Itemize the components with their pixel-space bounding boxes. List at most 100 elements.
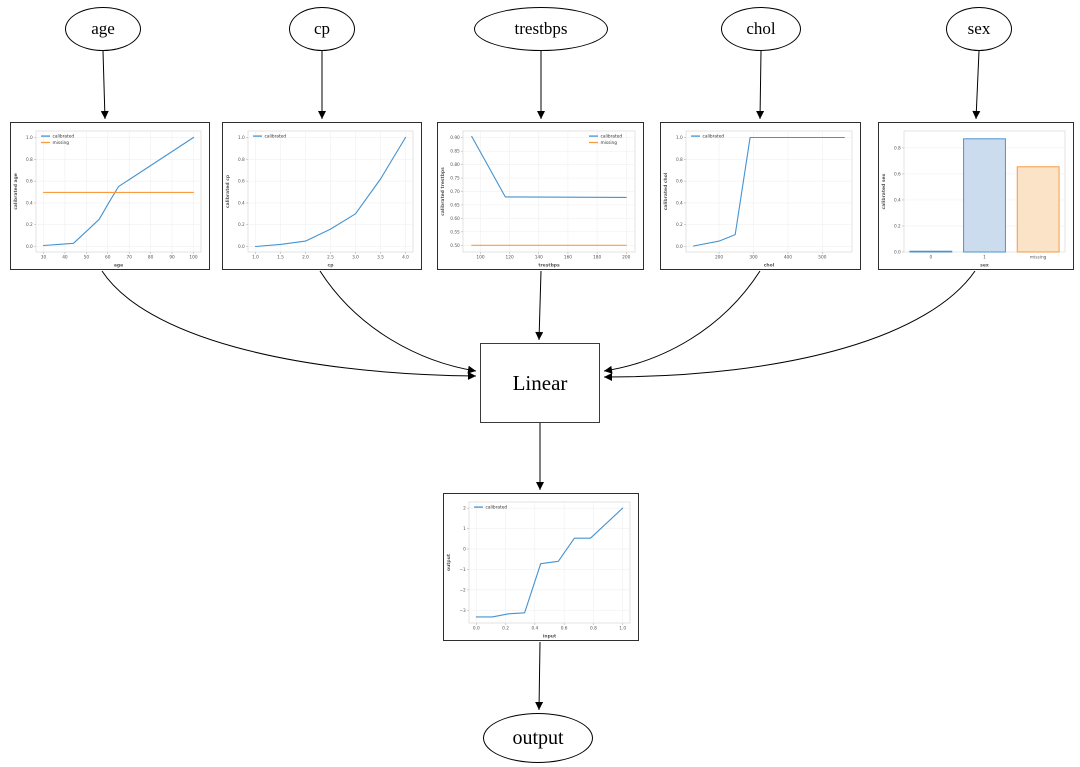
input-node-chol-label: chol: [746, 19, 776, 38]
edge-cp-calibrator-to-linear: [319, 270, 477, 374]
svg-text:3.5: 3.5: [377, 255, 384, 261]
svg-text:0.4: 0.4: [238, 200, 245, 206]
svg-text:0.8: 0.8: [676, 157, 683, 163]
svg-text:1.0: 1.0: [26, 135, 33, 141]
svg-text:−2: −2: [459, 587, 466, 593]
x-axis-label: trestbps: [538, 263, 560, 269]
svg-text:0.50: 0.50: [450, 243, 460, 249]
legend-entry: calibrated: [265, 134, 287, 140]
svg-text:0.8: 0.8: [590, 626, 597, 632]
x-axis-label: input: [543, 634, 557, 640]
svg-text:0.70: 0.70: [450, 189, 460, 195]
x-axis-label: sex: [980, 264, 989, 269]
svg-text:−1: −1: [459, 567, 466, 573]
series-line-calibrated: [42, 136, 195, 247]
edge-sex-to-calibrator: [972, 50, 981, 120]
legend-entry: missing: [53, 140, 70, 146]
edge-age-calibrator-to-linear: [101, 270, 477, 380]
svg-text:500: 500: [818, 255, 826, 261]
svg-text:0.6: 0.6: [26, 179, 33, 185]
legend-entry: calibrated: [703, 134, 725, 140]
svg-text:missing: missing: [1030, 255, 1047, 261]
svg-text:0.80: 0.80: [450, 162, 460, 168]
svg-text:2: 2: [463, 506, 466, 512]
input-node-sex: sex: [946, 7, 1012, 51]
input-node-cp-label: cp: [313, 19, 331, 38]
input-node-chol: chol: [721, 7, 801, 51]
svg-text:0.4: 0.4: [531, 626, 538, 632]
svg-text:0.65: 0.65: [450, 202, 460, 208]
svg-text:100: 100: [189, 255, 197, 261]
output-node-label: output: [512, 726, 564, 749]
svg-text:200: 200: [715, 255, 723, 261]
svg-text:0.4: 0.4: [894, 197, 901, 203]
svg-text:300: 300: [749, 255, 757, 261]
bar-missing: [1016, 166, 1060, 253]
svg-text:120: 120: [506, 255, 514, 261]
edge-chol-to-calibrator: [756, 50, 765, 120]
input-node-trestbps: trestbps: [474, 7, 608, 51]
svg-text:0.85: 0.85: [450, 149, 460, 155]
calibration-chart-sex: 0.0 0.2 0.4 0.6 0.8 0 1 missing sex calibrated se…: [878, 122, 1074, 270]
svg-text:0.60: 0.60: [450, 216, 460, 222]
edge-age-to-calibrator: [100, 50, 109, 120]
legend-entry: calibrated: [53, 134, 75, 140]
svg-text:30: 30: [41, 255, 47, 261]
svg-text:−3: −3: [459, 608, 466, 614]
input-node-cp: cp: [289, 7, 355, 51]
series-line-calibrated: [254, 136, 407, 248]
svg-text:50: 50: [84, 255, 90, 261]
bar-0: [909, 250, 953, 253]
y-axis-label: calibrated chol: [663, 172, 669, 210]
svg-text:70: 70: [126, 255, 132, 261]
svg-text:0.0: 0.0: [238, 244, 245, 250]
svg-text:0.6: 0.6: [676, 179, 683, 185]
svg-text:0.0: 0.0: [894, 250, 901, 256]
series-line-calibrated: [471, 135, 627, 198]
svg-text:160: 160: [564, 255, 572, 261]
bar-1: [963, 138, 1006, 253]
svg-text:0.8: 0.8: [894, 145, 901, 151]
svg-text:0.90: 0.90: [450, 135, 460, 141]
svg-text:140: 140: [535, 255, 543, 261]
svg-text:400: 400: [784, 255, 792, 261]
edge-trestbps-calibrator-to-linear: [535, 270, 544, 341]
svg-text:0.6: 0.6: [561, 626, 568, 632]
svg-text:0.75: 0.75: [450, 176, 460, 182]
svg-text:0: 0: [929, 255, 932, 261]
input-node-sex-label: sex: [967, 19, 991, 38]
svg-text:100: 100: [476, 255, 484, 261]
svg-text:180: 180: [593, 255, 601, 261]
y-axis-label: calibrated age: [13, 173, 19, 210]
y-axis-label: calibrated cp: [225, 174, 231, 208]
svg-text:3.0: 3.0: [352, 255, 359, 261]
x-axis-label: cp: [328, 264, 335, 269]
svg-text:0.2: 0.2: [894, 223, 901, 229]
svg-text:0.6: 0.6: [238, 179, 245, 185]
svg-text:1.5: 1.5: [277, 255, 284, 261]
svg-text:40: 40: [62, 255, 68, 261]
chart-canvas-sex: 0.0 0.2 0.4 0.6 0.8 0 1 missing sex calibrated se…: [881, 130, 1066, 269]
svg-text:200: 200: [622, 255, 630, 261]
svg-text:0.2: 0.2: [238, 222, 245, 228]
output-node: output: [483, 713, 593, 763]
legend-entry: calibrated: [601, 134, 623, 140]
legend-entry: missing: [601, 140, 618, 146]
svg-text:0.6: 0.6: [894, 171, 901, 177]
svg-text:0.0: 0.0: [473, 626, 480, 632]
y-axis-label: calibrated sex: [881, 173, 887, 209]
legend-entry: calibrated: [486, 505, 508, 511]
series-line-calibrated: [693, 136, 845, 247]
svg-text:1: 1: [983, 255, 986, 261]
svg-text:0.4: 0.4: [26, 200, 33, 206]
svg-text:1: 1: [463, 526, 466, 532]
